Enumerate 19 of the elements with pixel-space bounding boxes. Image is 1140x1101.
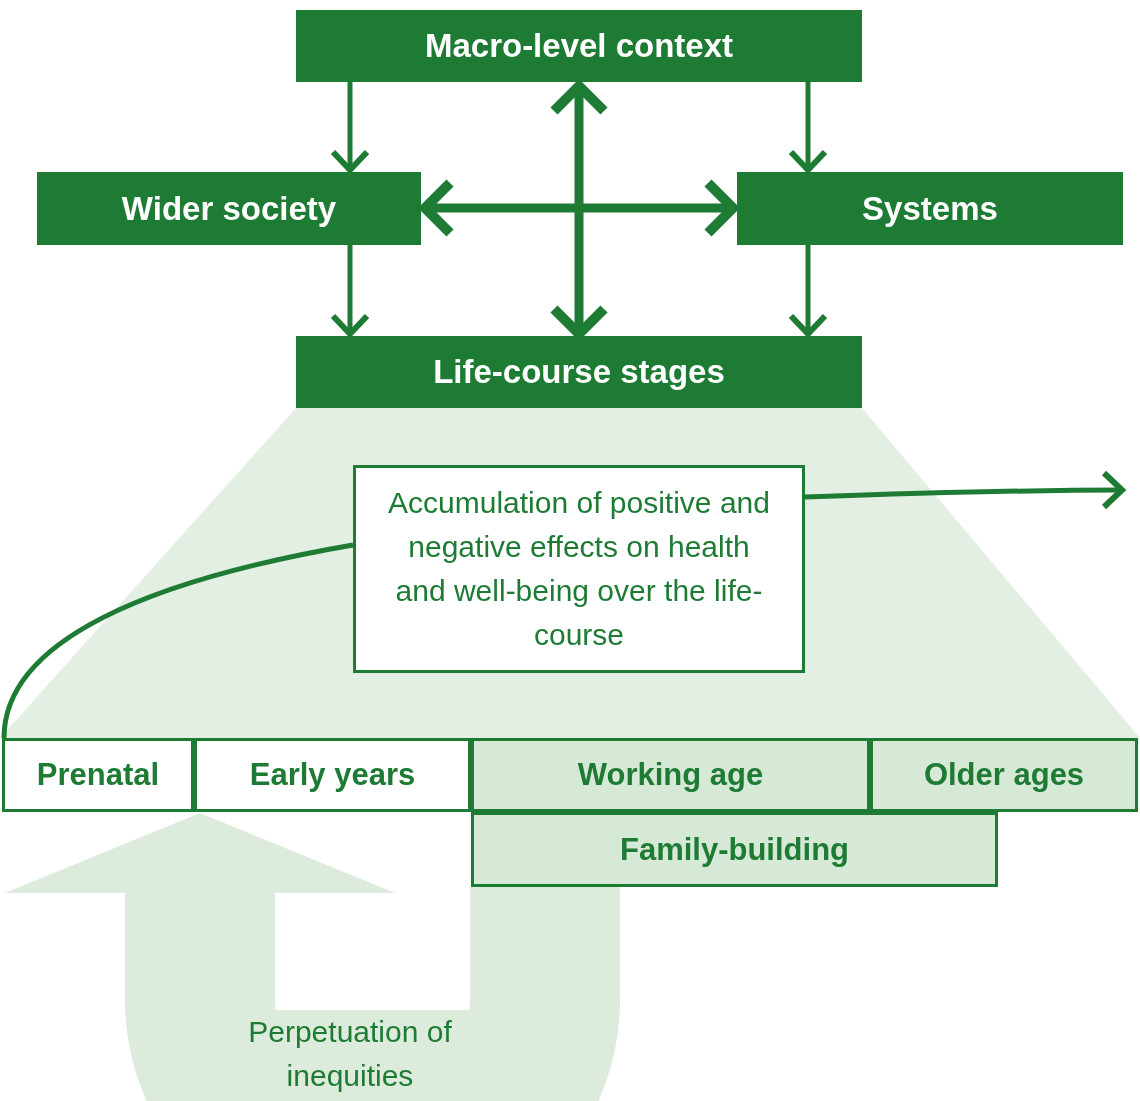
stage-box: Family-building	[471, 812, 998, 887]
process-box: Systems	[737, 172, 1123, 245]
stage-box: Early years	[194, 738, 471, 812]
arrow	[420, 178, 738, 238]
stage-box: Older ages	[870, 738, 1138, 812]
arrow	[330, 82, 370, 173]
process-box: Macro-level context	[296, 10, 862, 82]
process-box: Wider society	[37, 172, 421, 245]
arrow	[549, 81, 609, 339]
connector-line	[1, 542, 354, 739]
arrow	[804, 470, 1125, 511]
process-box: Life-course stages	[296, 336, 862, 408]
arrow	[330, 245, 370, 337]
stage-box: Prenatal	[2, 738, 194, 812]
stage-box: Working age	[471, 738, 870, 812]
curved-arrow	[5, 813, 620, 1101]
arrow	[788, 82, 828, 173]
text-box: Accumulation of positive and negative effects on health and well-being over the life-course	[353, 465, 805, 673]
arrow	[788, 245, 828, 337]
